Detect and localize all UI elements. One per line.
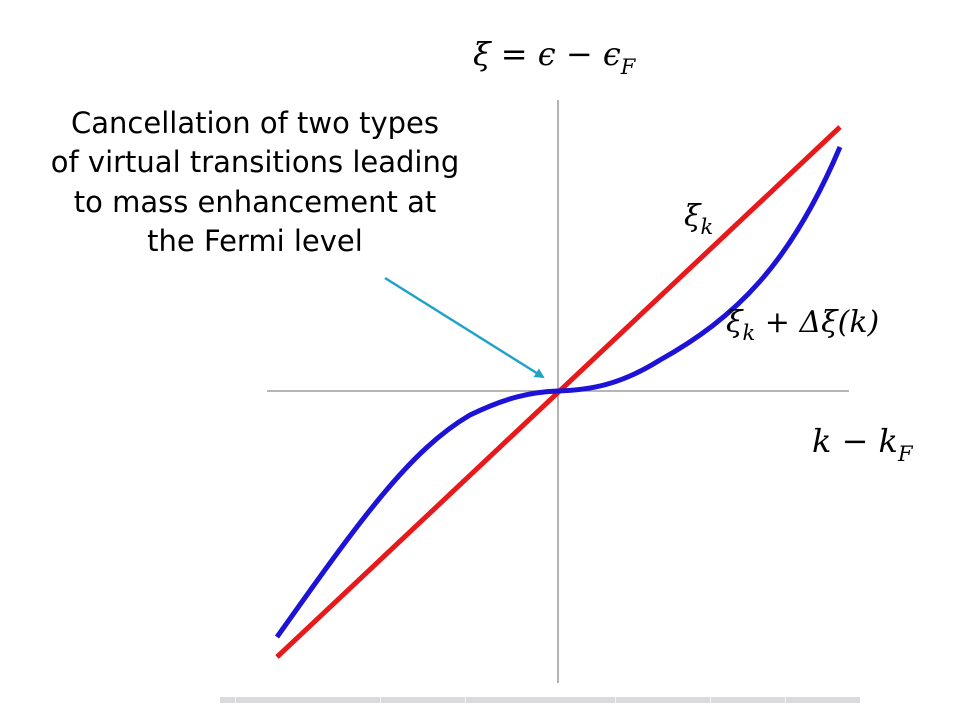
dressed-curve-label-subscript: k: [743, 321, 756, 345]
strip-tick: [465, 697, 466, 703]
y-axis-label-text: ξ = ϵ − ϵ: [473, 35, 621, 73]
x-axis-label-text: k − k: [812, 422, 898, 460]
bare-curve-label-text: ξ: [684, 199, 702, 234]
annotation-caption: Cancellation of two types of virtual tra…: [51, 106, 460, 258]
dressed-curve-label-rest: + Δξ(k): [755, 305, 879, 340]
strip-tick: [615, 697, 616, 703]
strip-tick: [380, 697, 381, 703]
bare-curve-label: ξk: [684, 199, 713, 239]
annotation-line-1: Cancellation of two types: [71, 106, 439, 140]
renormalized-dispersion-curve: [274, 146, 843, 639]
y-axis-label: ξ = ϵ − ϵF: [473, 35, 637, 79]
annotation-arrow: [384, 276, 545, 379]
annotation-line-3: to mass enhancement at: [74, 185, 437, 219]
strip-tick: [785, 697, 786, 703]
strip-tick: [710, 697, 711, 703]
y-axis-label-subscript: F: [620, 55, 637, 79]
annotation-line-4: the Fermi level: [147, 224, 363, 258]
annotation-line-2: of virtual transitions leading: [51, 145, 460, 179]
x-axis-label: k − kF: [812, 422, 914, 466]
x-axis-label-subscript: F: [897, 442, 914, 466]
dressed-curve-label-text: ξ: [726, 305, 744, 340]
dressed-curve-label: ξk + Δξ(k): [726, 305, 879, 345]
strip-tick: [235, 697, 236, 703]
bare-curve-label-subscript: k: [701, 215, 714, 239]
bottom-divider-strip: [220, 697, 860, 703]
